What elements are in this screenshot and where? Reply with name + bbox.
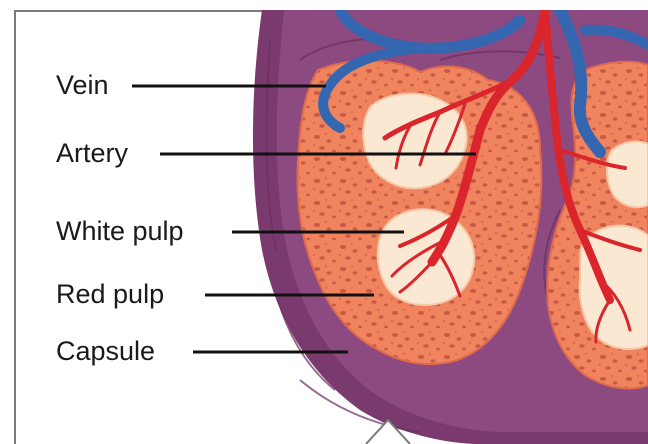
vein-label: Vein [56, 72, 109, 99]
white-pulp-lower [378, 209, 474, 305]
artery-label: Artery [56, 140, 128, 167]
white-pulp-label: White pulp [56, 218, 184, 245]
red-pulp-label: Red pulp [56, 281, 164, 308]
capsule-label: Capsule [56, 338, 155, 365]
